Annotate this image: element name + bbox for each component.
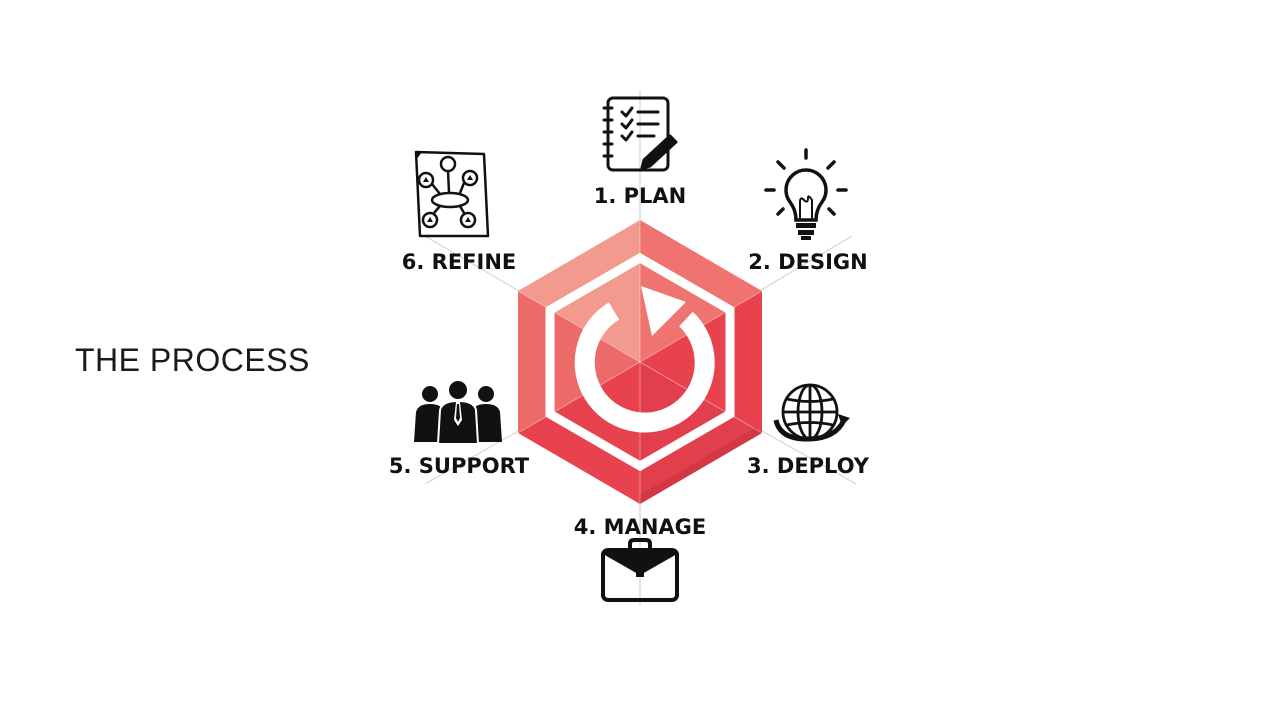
step-label-manage: 4. MANAGE xyxy=(573,515,707,539)
step-label-plan: 1. PLAN xyxy=(593,184,687,208)
process-hexagon xyxy=(517,220,763,504)
flowchart-document-icon xyxy=(414,150,490,238)
hex-inner-ring xyxy=(545,252,735,472)
hex-bevel xyxy=(640,428,762,504)
step-label-refine: 6. REFINE xyxy=(401,250,517,274)
refresh-cycle-icon xyxy=(574,286,715,433)
step-label-design: 2. DESIGN xyxy=(748,250,868,274)
people-icon xyxy=(414,379,502,445)
page-title: THE PROCESS xyxy=(75,342,310,378)
checklist-icon xyxy=(602,96,678,172)
step-label-deploy: 3. DEPLOY xyxy=(746,454,870,478)
lightbulb-icon xyxy=(764,148,848,240)
globe-icon xyxy=(773,383,850,442)
step-label-support: 5. SUPPORT xyxy=(388,454,530,478)
briefcase-icon xyxy=(601,538,679,602)
